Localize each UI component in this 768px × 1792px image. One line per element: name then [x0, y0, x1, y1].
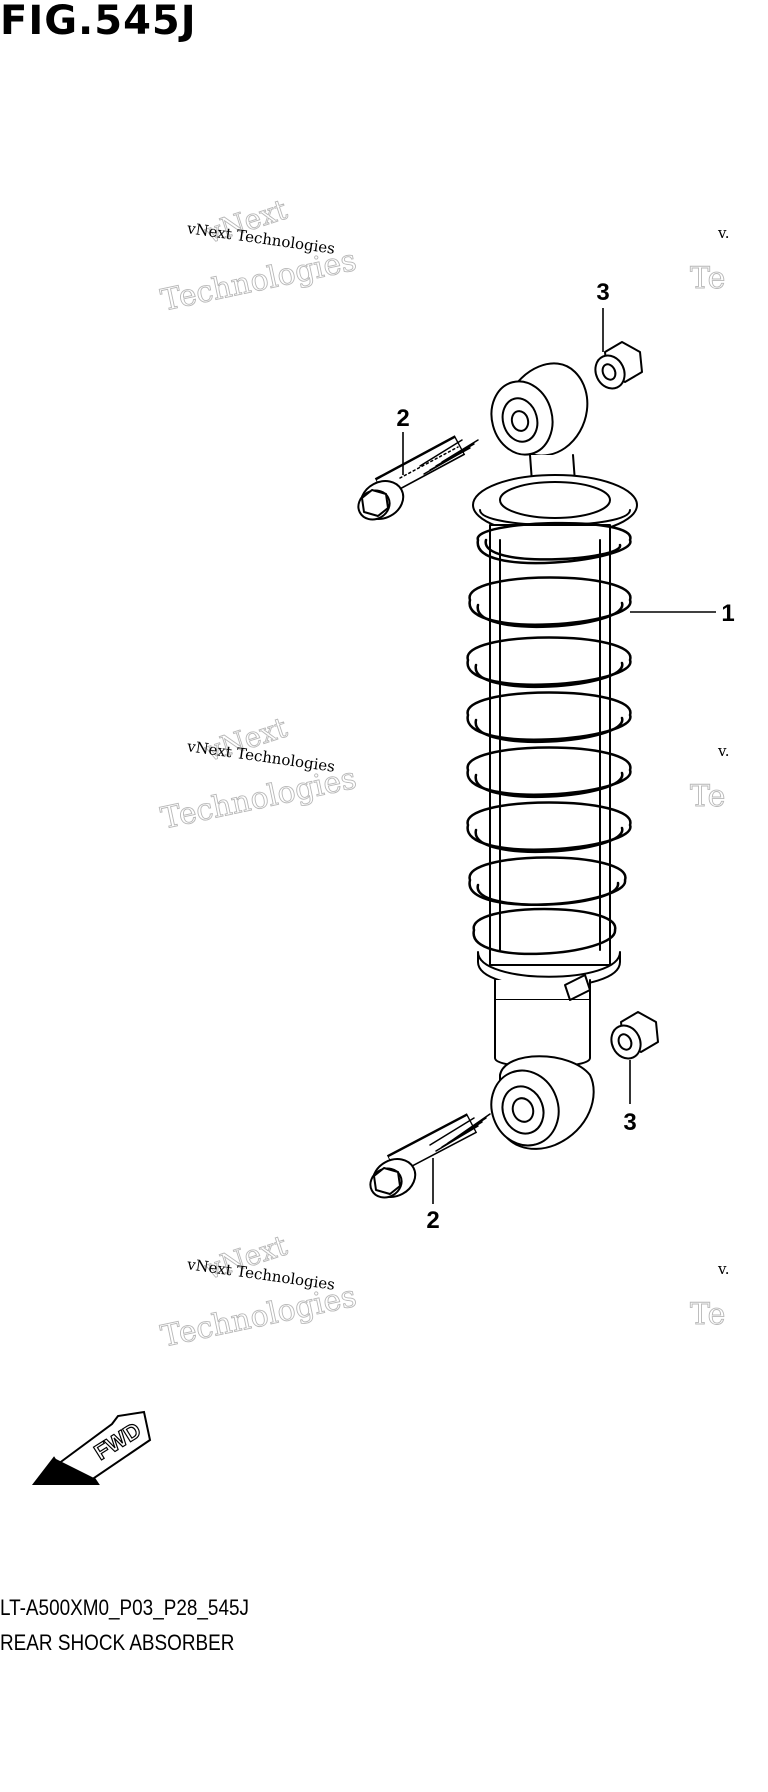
figure-name: REAR SHOCK ABSORBER	[0, 1630, 235, 1655]
coil-spring	[466, 521, 632, 956]
callout-2-top: 2	[396, 405, 409, 432]
leader-lines	[402, 308, 716, 1204]
watermark-edge-2: Te	[690, 261, 725, 296]
shock-absorber	[466, 362, 638, 1150]
callout-2-bottom: 2	[426, 1207, 439, 1234]
watermark-bottom: vNext vNext Technologies Technologies v.…	[157, 1228, 729, 1355]
forward-arrow: FWD	[31, 1410, 152, 1485]
callout-3-top: 3	[596, 279, 609, 306]
callout-3-bottom: 3	[623, 1109, 636, 1136]
top-bolt	[357, 435, 479, 521]
figure-title: FIG.545J	[0, 0, 197, 44]
watermark-text-3: Technologies	[158, 1279, 359, 1355]
watermark-edge-1: v.	[717, 224, 729, 242]
top-eye	[490, 362, 589, 457]
watermark-edge-2: Te	[690, 1297, 725, 1332]
figure-code: LT-A500XM0_P03_P28_545J	[0, 1595, 249, 1620]
watermark-edge-1: v.	[717, 742, 729, 760]
bottom-nut	[610, 1011, 659, 1060]
watermark-text-3: Technologies	[158, 243, 359, 319]
watermark-edge-1: v.	[717, 1260, 729, 1278]
watermark-group: vNext vNext Technologies Technologies v.…	[157, 192, 729, 1355]
bottom-eye	[490, 1055, 595, 1150]
watermark-middle: vNext vNext Technologies Technologies v.…	[157, 710, 729, 837]
top-nut	[594, 341, 643, 390]
bottom-bolt	[369, 1113, 491, 1199]
watermark-text-3: Technologies	[158, 761, 359, 837]
watermark-top: vNext vNext Technologies Technologies v.…	[157, 192, 729, 319]
watermark-edge-2: Te	[690, 779, 725, 814]
callout-1: 1	[721, 600, 734, 627]
